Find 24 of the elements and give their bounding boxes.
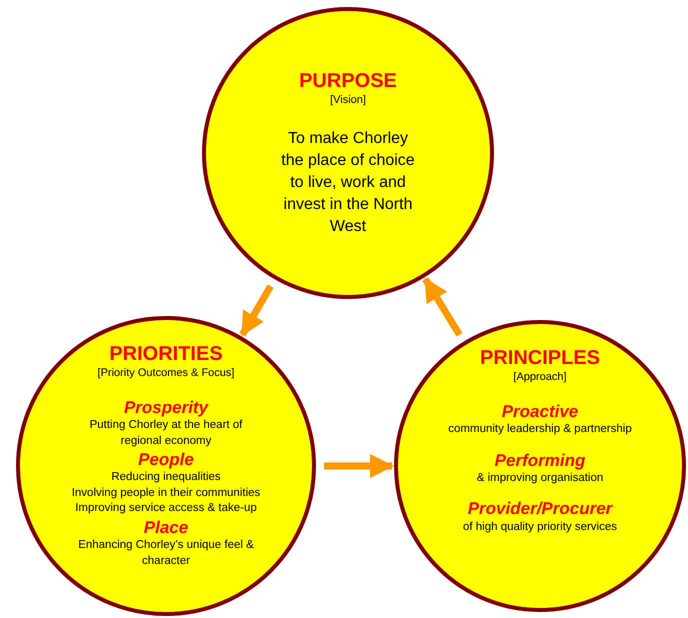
circle-heading: PRINCIPLES [480,346,600,371]
circle-subtitle: [Vision] [330,94,366,108]
theme-description: Enhancing Chorley’s unique feel & character [77,538,255,569]
theme-description: community leadership & partnership [447,422,633,437]
circle-subtitle: [Priority Outcomes & Focus] [98,367,234,381]
theme-description: Improving service access & take-up [74,501,258,516]
theme-description: Reducing inequalities [110,470,222,486]
theme-heading: Place [144,516,188,538]
circle-heading: PURPOSE [299,69,397,94]
circle-subtitle: [Approach] [513,371,567,385]
theme-heading: Performing [494,450,586,471]
theme-heading: People [138,449,194,470]
vision-text: To make Chorley the place of choice to live, work and invest in the North West [280,128,416,237]
theme-description: & improving organisation [476,470,604,486]
circle-heading: PRIORITIES [109,342,223,367]
arrow [324,454,394,478]
theme-heading: Provider/Procurer [468,498,612,520]
theme-heading: Proactive [502,400,578,422]
theme-description: Putting Chorley at the heart of regional economy [88,418,244,449]
arrow [239,284,274,336]
theme-heading: Prosperity [124,396,208,418]
theme-description: of high quality priority services [462,520,618,535]
arrow [422,277,462,337]
theme-description: Involving people in their communities [70,486,262,501]
